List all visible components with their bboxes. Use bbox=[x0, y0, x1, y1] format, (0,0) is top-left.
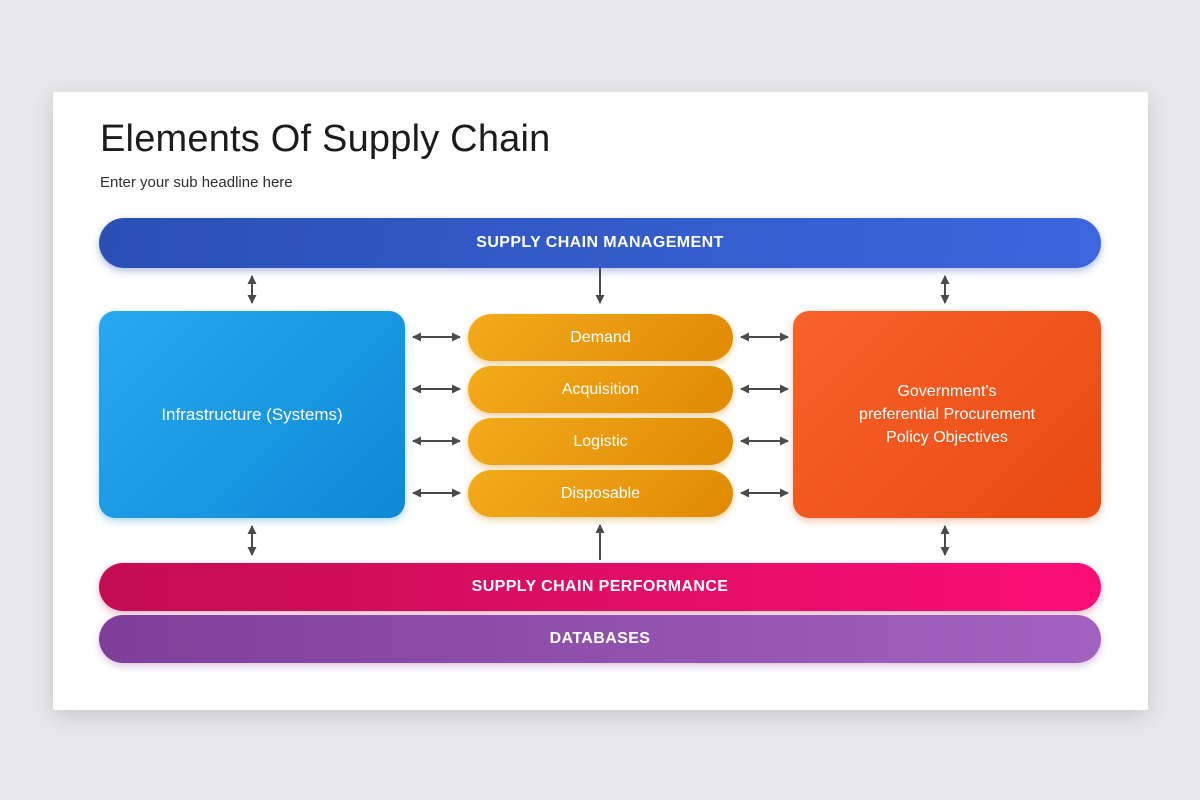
supply-chain-performance-label: SUPPLY CHAIN PERFORMANCE bbox=[471, 578, 729, 595]
supply-chain-management-bar: SUPPLY CHAIN MANAGEMENT bbox=[99, 218, 1101, 268]
government-policy-box: Government's preferential Procurement Po… bbox=[793, 311, 1101, 518]
supply-chain-management-label: SUPPLY CHAIN MANAGEMENT bbox=[476, 234, 724, 251]
disposable-label: Disposable bbox=[560, 484, 641, 502]
government-policy-line-1: Government's bbox=[897, 382, 997, 400]
supply-chain-performance-bar: SUPPLY CHAIN PERFORMANCE bbox=[99, 563, 1101, 611]
acquisition-label: Acquisition bbox=[561, 380, 640, 398]
disposable-pill: Disposable bbox=[468, 470, 733, 517]
demand-pill: Demand bbox=[468, 314, 733, 361]
infrastructure-systems-label: Infrastructure (Systems) bbox=[161, 404, 343, 424]
infrastructure-systems-box: Infrastructure (Systems) bbox=[99, 311, 405, 518]
databases-bar: DATABASES bbox=[99, 615, 1101, 663]
demand-label: Demand bbox=[570, 328, 631, 346]
government-policy-line-2: preferential Procurement bbox=[858, 405, 1036, 423]
page-subtitle: Enter your sub headline here bbox=[100, 174, 293, 191]
acquisition-pill: Acquisition bbox=[468, 366, 733, 413]
page-title: Elements Of Supply Chain bbox=[100, 118, 551, 160]
databases-label: DATABASES bbox=[549, 630, 651, 647]
government-policy-line-3: Policy Objectives bbox=[886, 429, 1008, 447]
logistic-label: Logistic bbox=[573, 432, 628, 450]
logistic-pill: Logistic bbox=[468, 418, 733, 465]
